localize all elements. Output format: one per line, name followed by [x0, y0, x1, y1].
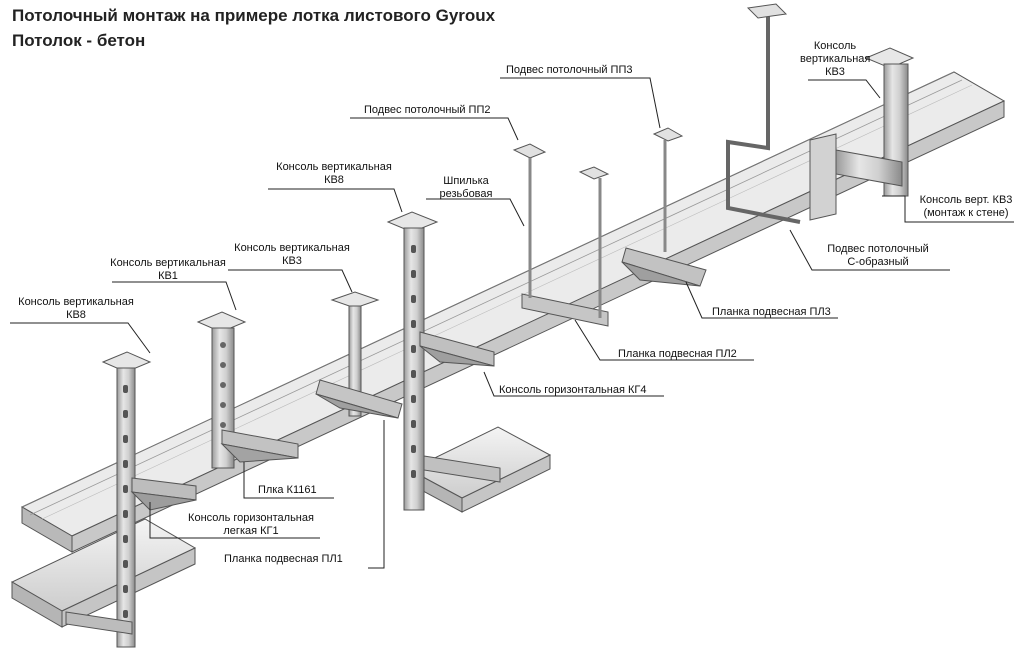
- bracket-pl1: [315, 379, 403, 419]
- bracket-lower-left: [65, 611, 133, 635]
- console-kv3-mid: [330, 291, 380, 417]
- bracket-lower-mid: [423, 455, 501, 483]
- label-pl1: Планка подвесная ПЛ1: [224, 553, 343, 565]
- label-c-hanger: Подвес потолочный С-образный: [827, 243, 929, 268]
- label-kg1: Консоль горизонтальная легкая КГ1: [188, 512, 314, 537]
- label-kv3-wall: Консоль верт. КВ3 (монтаж к стене): [919, 194, 1013, 219]
- page-title: Потолочный монтаж на примере лотка листо…: [12, 6, 496, 25]
- hanger-pp3: [652, 127, 684, 252]
- label-pl3: Планка подвесная ПЛ3: [712, 306, 831, 318]
- hanger-pp2: [512, 143, 547, 298]
- leader-lines: [10, 77, 1014, 569]
- bracket-pl2: [521, 293, 609, 327]
- label-k1161: Плка К1161: [258, 484, 317, 496]
- c-shaped-hanger: [726, 3, 801, 224]
- label-kv8-mid: Консоль вертикальная КВ8: [276, 161, 392, 186]
- console-kv8-left: [101, 351, 152, 648]
- label-stud: Шпилька резьбовая: [439, 175, 493, 200]
- threaded-stud: [578, 166, 610, 318]
- console-kv8-mid: [386, 211, 439, 511]
- label-kv3-mid: Консоль вертикальная КВ3: [234, 242, 350, 267]
- main-cable-tray: [20, 71, 1006, 553]
- wall-console-kv3: [809, 133, 903, 221]
- label-kv3-top: Консоль вертикальная КВ3: [800, 40, 871, 78]
- bracket-k1161: [220, 429, 299, 463]
- label-pp3: Подвес потолочный ПП3: [506, 64, 633, 76]
- bracket-pl3: [621, 247, 707, 287]
- label-pl2: Планка подвесная ПЛ2: [618, 348, 737, 360]
- label-pp2: Подвес потолочный ПП2: [364, 104, 491, 116]
- bracket-kg4: [419, 331, 495, 367]
- bracket-kg1: [130, 477, 197, 511]
- label-kv8-left: Консоль вертикальная КВ8: [18, 296, 134, 321]
- page-subtitle: Потолок - бетон: [12, 31, 146, 50]
- label-kg4: Консоль горизонтальная КГ4: [499, 384, 647, 396]
- label-kv1: Консоль вертикальная КВ1: [110, 257, 226, 282]
